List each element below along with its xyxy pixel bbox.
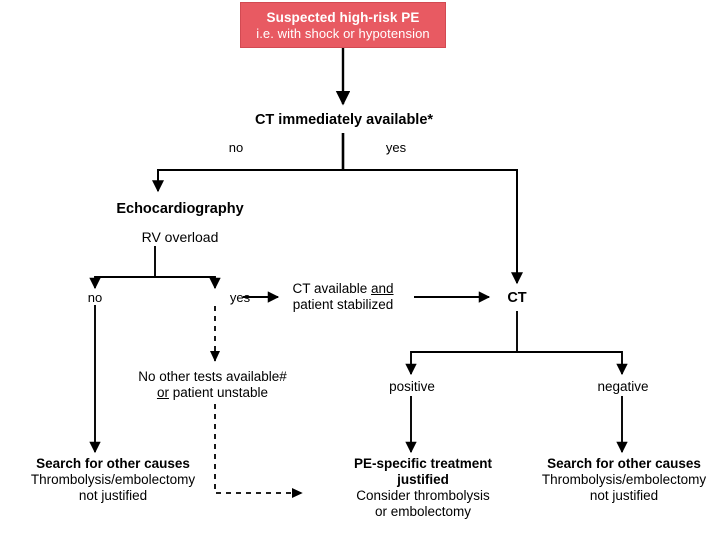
outcome-right-line2: Thrombolysis/embolectomy (541, 471, 707, 487)
no-other-tests-or-underlined: or (156, 384, 169, 400)
edge-label-no-top: no (228, 140, 244, 155)
node-ct-available-and-patient-stabilized: CT available and patient stabilized (275, 281, 411, 313)
node-ct-immediately-available: CT immediately available* (254, 112, 434, 128)
node-no-other-tests-available: No other tests available# or patient uns… (105, 369, 320, 401)
node-ct: CT (507, 290, 527, 306)
edge-label-no-rv: no (87, 290, 103, 305)
outcome-left-line1: Search for other causes (36, 456, 190, 471)
outcome-middle-line3: Consider thrombolysis (356, 487, 490, 503)
edge-label-positive: positive (389, 379, 435, 394)
edge-dashed-nootherstests-to-petreatment (214, 404, 303, 499)
outcome-search-other-causes-right: Search for other causes Thrombolysis/emb… (528, 456, 720, 504)
no-other-tests-line2-rest: patient unstable (168, 384, 269, 400)
outcome-right-line1: Search for other causes (547, 456, 701, 471)
outcome-middle-line4: or embolectomy (374, 503, 472, 519)
outcome-left-line2: Thrombolysis/embolectomy (30, 471, 196, 487)
ct-stab-text-a: CT available (292, 281, 371, 296)
header-title-line2: i.e. with shock or hypotension (256, 25, 430, 41)
suspected-high-risk-pe-box: Suspected high-risk PE i.e. with shock o… (240, 2, 446, 48)
outcome-pe-specific-treatment: PE-specific treatment justified Consider… (318, 456, 528, 520)
outcome-middle-line2: justified (397, 471, 449, 487)
ct-stab-line2: patient stabilized (292, 296, 394, 312)
outcome-right-line3: not justified (589, 487, 659, 503)
outcome-middle-line1: PE-specific treatment (353, 456, 493, 471)
edge-label-negative: negative (597, 379, 649, 394)
edge-label-yes-rv: yes (229, 290, 251, 305)
ct-stab-and-underlined: and (371, 281, 394, 296)
node-echocardiography: Echocardiography (116, 201, 244, 217)
no-other-tests-line1: No other tests available# (138, 369, 287, 384)
outcome-search-other-causes-left: Search for other causes Thrombolysis/emb… (0, 456, 226, 504)
node-rv-overload: RV overload (141, 229, 219, 245)
edge-label-yes-top: yes (385, 140, 407, 155)
outcome-left-line3: not justified (78, 487, 148, 503)
header-title-line1: Suspected high-risk PE (266, 9, 420, 25)
